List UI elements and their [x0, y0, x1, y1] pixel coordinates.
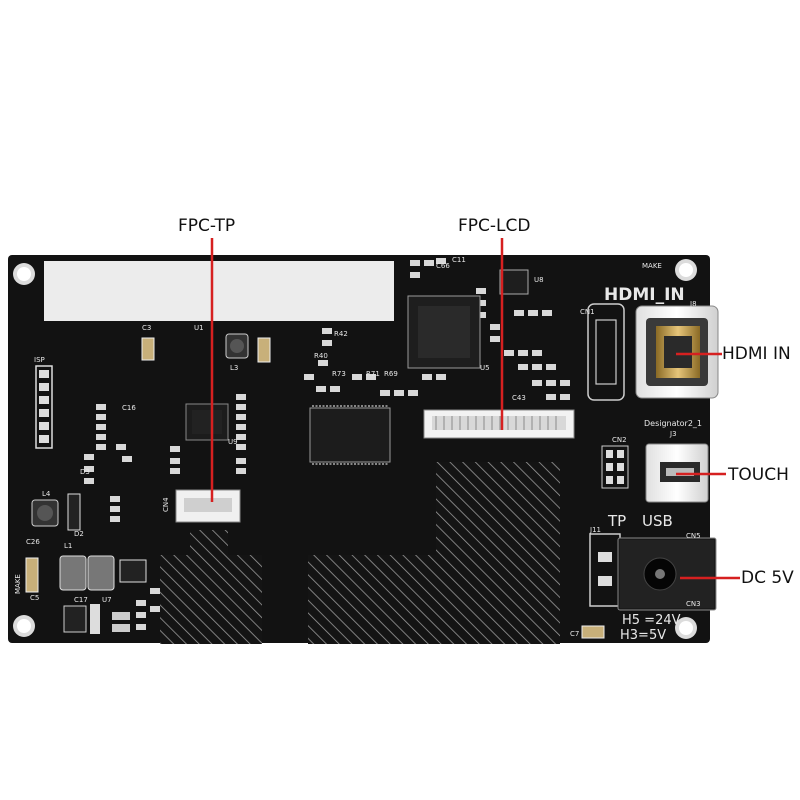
silk-r40: R40 — [314, 352, 328, 360]
silk-c11: C11 — [452, 256, 466, 264]
hatched-copper — [160, 462, 560, 644]
silk-usb: USB — [642, 512, 673, 530]
isp-header — [35, 365, 53, 449]
hdmi-decoder-chip — [407, 295, 481, 369]
silk-j3: J3 — [669, 430, 677, 438]
u8-chip — [499, 269, 529, 295]
silk-c43: C43 — [512, 394, 526, 402]
silk-tp: TP — [607, 512, 626, 530]
silk-j8: J8 — [689, 300, 697, 308]
silk-c5: C5 — [30, 594, 39, 602]
silk-c66: C66 — [436, 262, 450, 270]
c7-pad — [581, 625, 605, 639]
left-components — [25, 333, 271, 634]
callout-hdmi-in: HDMI IN — [722, 344, 791, 364]
silk-u7: U7 — [102, 596, 112, 604]
silk-d3: D3 — [80, 468, 90, 476]
top-copper-pad — [44, 261, 394, 321]
silk-d2: D2 — [74, 530, 84, 538]
smd-parts — [84, 258, 570, 630]
silk-hdmi-in: HDMI_IN — [604, 285, 685, 305]
silk-l3: L3 — [230, 364, 238, 372]
silk-r73: R73 — [332, 370, 346, 378]
mcu-chip — [185, 403, 229, 441]
silk-cn4: CN4 — [162, 497, 170, 512]
cn2-header — [601, 445, 629, 489]
silk-c17: C17 — [74, 596, 88, 604]
silk-cn1: CN1 — [580, 308, 595, 316]
silk-r71: R71 — [366, 370, 380, 378]
silk-u8: U8 — [534, 276, 544, 284]
fpc-tp-connector — [175, 489, 241, 523]
dc-jack — [589, 533, 717, 611]
silk-r42: R42 — [334, 330, 348, 338]
callout-touch: TOUCH — [728, 465, 789, 485]
silk-designator: Designator2_1 — [644, 419, 702, 428]
silk-isp: ISP — [34, 356, 45, 364]
silk-c3: C3 — [142, 324, 151, 332]
silk-c16: C16 — [122, 404, 136, 412]
leader-lines — [210, 238, 740, 580]
silk-cn2: CN2 — [612, 436, 627, 444]
silk-make-left: MAKE — [14, 574, 22, 594]
silkscreen-text: HDMI_IN J8 MAKE CN1 Designator2_1 J3 CN2… — [14, 256, 702, 643]
silk-h3: H3=5V — [620, 628, 666, 643]
callout-fpc-tp: FPC-TP — [178, 216, 236, 236]
silk-l4: L4 — [42, 490, 51, 498]
silk-r69: R69 — [384, 370, 398, 378]
silk-cn3: CN3 — [686, 600, 701, 608]
callout-dc-5v: DC 5V — [741, 568, 794, 588]
mounting-holes — [13, 259, 697, 639]
silk-c26: C26 — [26, 538, 40, 546]
hdmi-connector — [635, 305, 719, 399]
silk-u5: U5 — [480, 364, 490, 372]
silk-u1: U1 — [194, 324, 204, 332]
silk-j11: J11 — [589, 526, 601, 534]
silk-h5: H5 =24V — [622, 613, 681, 628]
silk-c7: C7 — [570, 630, 579, 638]
cn1-footprint — [587, 303, 625, 401]
silk-l1: L1 — [64, 542, 72, 550]
tcon-chip — [309, 405, 391, 465]
callout-fpc-lcd: FPC-LCD — [458, 216, 531, 236]
silk-u9: U9 — [228, 438, 238, 446]
silk-cn5: CN5 — [686, 532, 701, 540]
fpc-lcd-connector — [423, 409, 575, 439]
silk-make-top: MAKE — [642, 262, 662, 270]
